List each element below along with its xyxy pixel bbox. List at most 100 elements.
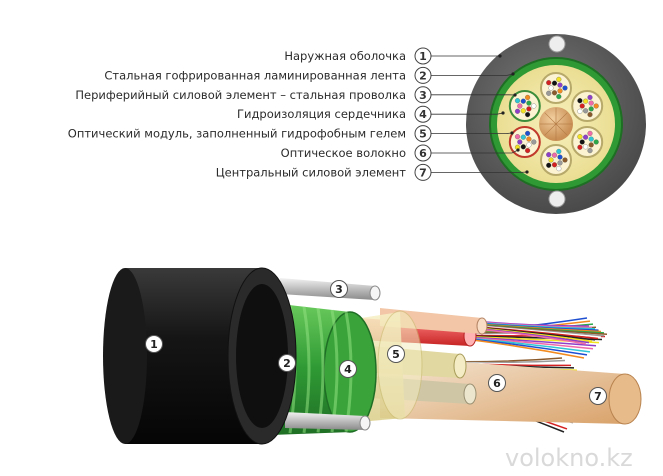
optical-fiber-dot [587, 148, 593, 154]
legend-label-2: Стальная гофрированная ламинированная ле… [104, 68, 406, 82]
peripheral-steel-wires-3d [280, 278, 381, 431]
optical-fiber-dot [588, 100, 594, 106]
optical-fiber-dot [557, 88, 563, 94]
optical-fiber-strand [469, 337, 591, 353]
watermark: volokno.kz [505, 444, 633, 472]
leader-line-5 [431, 132, 513, 134]
optical-fiber-dot [557, 154, 563, 160]
leader-dot-5 [510, 131, 514, 135]
legend-label-1: Наружная оболочка [284, 49, 406, 63]
optical-fiber-dot [526, 136, 532, 142]
optical-module-4 [540, 144, 572, 176]
optical-fiber-dot [546, 90, 552, 96]
optical-fiber-dot [525, 112, 531, 118]
optical-fiber-dot [579, 139, 585, 145]
cable-badge-circle-2 [278, 354, 296, 372]
optical-fiber-strand [469, 336, 597, 347]
legend-number-1: 1 [419, 50, 427, 63]
optical-fiber-dot [548, 85, 554, 91]
optical-fiber-dot [593, 139, 599, 145]
optical-fiber-dot [587, 130, 593, 136]
outer-sheath-3d [103, 267, 297, 445]
optical-fiber-dot [525, 130, 531, 136]
optical-module-5 [508, 126, 541, 158]
optical-fiber-dot [557, 160, 563, 166]
optical-fiber-dot [583, 108, 589, 114]
legend-label-4: Гидроизоляция сердечника [237, 107, 406, 121]
optical-fiber-dot [546, 162, 552, 168]
optical-fiber-dot [588, 142, 594, 148]
central-member-texture [544, 123, 557, 136]
optical-fiber-dot [551, 162, 558, 168]
optical-fiber-dot [556, 94, 562, 100]
legend-number-5: 5 [419, 128, 427, 141]
optical-fiber-dot [583, 144, 589, 150]
optical-fiber-dot [556, 148, 562, 154]
optical-fiber-dot [546, 152, 552, 158]
cable-badge-2: 2 [283, 357, 291, 370]
legend-label-6: Оптическое волокно [281, 146, 406, 160]
optical-fiber-dot [587, 94, 593, 100]
central-member-texture [555, 112, 568, 125]
optical-fiber-dot [583, 134, 589, 140]
optical-fiber-dot [526, 142, 532, 148]
optical-module-6 [508, 90, 541, 122]
optical-fiber-dot [531, 103, 537, 109]
optical-fiber-strand [481, 328, 587, 345]
leader-dot-3 [513, 93, 517, 97]
optical-fiber-dot [577, 108, 583, 114]
optical-fiber-dot [577, 98, 583, 104]
optical-fiber-strand [469, 337, 594, 350]
optical-fiber-dot [526, 100, 532, 106]
optical-module-1 [540, 72, 572, 104]
cable-badge-circle-4 [339, 360, 357, 378]
cable-cross-section-icon [466, 34, 646, 214]
optical-fiber-dot [525, 148, 531, 154]
central-member-texture [555, 123, 568, 136]
optical-fiber-dot [579, 103, 585, 109]
legend-number-3: 3 [419, 89, 427, 102]
optical-module-3 [571, 126, 604, 158]
optical-fiber-dot [520, 144, 526, 150]
cable-badge-circle-3 [330, 280, 348, 298]
optical-fiber-dot [562, 85, 568, 91]
optical-fiber-dot [577, 144, 583, 150]
optical-fiber-dot [525, 94, 531, 100]
legend-number-4: 4 [419, 108, 427, 121]
optical-fiber-dot [587, 112, 593, 118]
legend-number-6: 6 [419, 147, 427, 160]
optical-fiber-dot [577, 134, 583, 140]
optical-fiber-dot [588, 136, 594, 142]
optical-fiber-dot [556, 76, 562, 82]
optical-fiber-dot [593, 103, 599, 109]
leader-dot-1 [498, 54, 502, 58]
optical-fiber-dot [556, 166, 562, 172]
cable-badge-5: 5 [392, 348, 400, 361]
optical-module-2 [571, 90, 604, 122]
legend-label-7: Центральный силовой элемент [216, 165, 407, 179]
optical-fiber-dot [583, 98, 589, 104]
cable-badge-6: 6 [493, 377, 501, 390]
optical-fiber-dot [520, 98, 526, 104]
central-member-texture [544, 112, 557, 125]
optical-fiber-dot [514, 108, 521, 114]
cable-badge-1: 1 [150, 338, 158, 351]
cable-badge-circle-1 [145, 335, 163, 353]
optical-fiber-dot [520, 108, 526, 114]
peripheral-steel-wire-top [548, 35, 566, 53]
leader-dot-2 [511, 72, 515, 76]
cable-badge-circle-5 [387, 345, 405, 363]
optical-fiber-dot [588, 106, 594, 112]
leader-line-4 [431, 112, 504, 115]
cable-badge-circle-6 [488, 374, 506, 392]
optical-fiber-dot [546, 80, 552, 86]
cable-badge-4: 4 [344, 363, 352, 376]
legend-label-3: Периферийный силовой элемент – стальная … [75, 88, 406, 102]
cable-badge-circle-7 [589, 387, 607, 405]
optical-fiber-dot [517, 139, 523, 145]
leader-dot-6 [516, 148, 520, 152]
legend-number-7: 7 [419, 166, 427, 179]
